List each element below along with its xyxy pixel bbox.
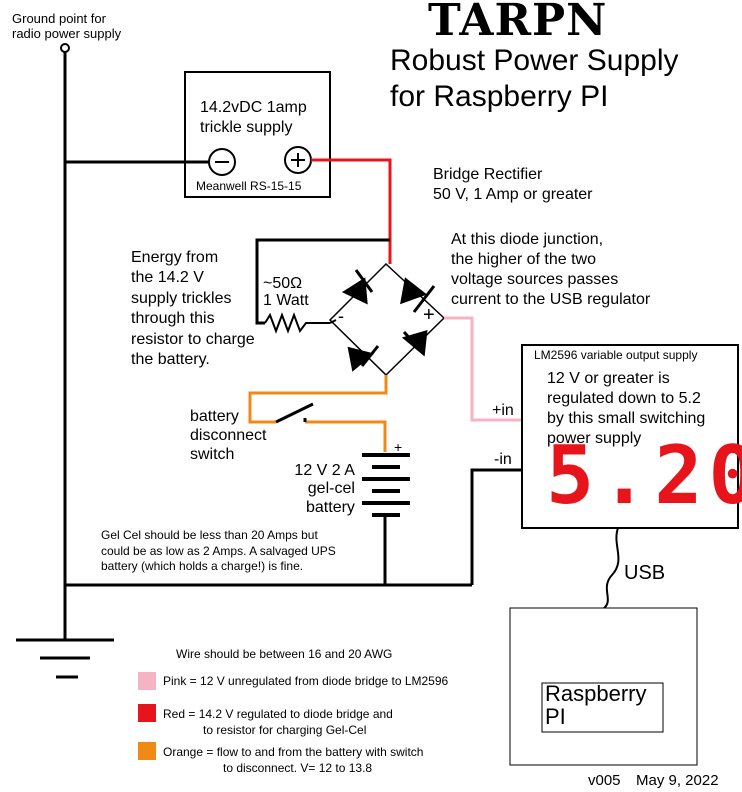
legend-orange: Orange = flow to and from the battery wi… [163, 745, 424, 775]
battery-switch-label: battery disconnect switch [190, 408, 267, 464]
legend-red: Red = 14.2 V regulated to diode bridge a… [163, 707, 393, 737]
gel-cel-note: Gel Cel should be less than 20 Amps but … [101, 528, 336, 574]
legend-swatch-orange [138, 742, 156, 760]
usb-label: USB [624, 562, 666, 584]
energy-note: Energy from the 14.2 V supply trickles t… [131, 249, 255, 369]
minus-in-wire [470, 468, 522, 585]
battery-label: 12 V 2 A gel-cel battery [294, 462, 355, 516]
plus-in-label: +in [492, 402, 514, 419]
lm2596-box [521, 344, 739, 529]
diode-icons [341, 269, 436, 372]
date-label: May 9, 2022 [636, 772, 719, 789]
title-subtitle-2: for Raspberry PI [390, 80, 609, 113]
red-wire [311, 158, 392, 264]
earth-ground-icon [16, 638, 114, 679]
regulator-note: 12 V or greater is regulated down to 5.2… [547, 370, 706, 447]
title-main: TARPN [428, 0, 608, 46]
lm2596-label: LM2596 variable output supply [534, 348, 698, 362]
pink-wire [444, 316, 522, 422]
legend-pink: Pink = 12 V unregulated from diode bridg… [163, 674, 449, 688]
title-subtitle-1: Robust Power Supply [390, 44, 679, 77]
minus-in-label: -in [494, 451, 512, 468]
orange-wire [248, 375, 388, 424]
meanwell-label: Meanwell RS-15-15 [196, 179, 302, 193]
bridge-minus-mark: - [338, 306, 344, 326]
raspberry-pi-label-box [541, 682, 664, 733]
resistor-icon [264, 312, 330, 334]
switch-icon [275, 402, 314, 424]
diode-junction-note: At this diode junction, the higher of th… [451, 231, 651, 308]
resistor-label: ~50Ω 1 Watt [263, 275, 309, 309]
trickle-supply-box [184, 71, 331, 198]
battery-plus-mark: + [394, 439, 403, 455]
version-label: v005 [588, 772, 621, 789]
trickle-supply-label: 14.2vDC 1amp trickle supply [200, 99, 307, 136]
ground-point-terminal [60, 43, 70, 53]
legend-swatch-red [138, 704, 156, 722]
battery-icon [362, 453, 410, 517]
ground-point-label: Ground point for radio power supply [12, 11, 122, 41]
legend-swatch-pink [138, 672, 156, 690]
orange-wire-battery [305, 420, 387, 452]
raspberry-pi-label: Raspberry PI [545, 681, 647, 730]
bridge-plus-mark: + [423, 304, 435, 326]
bridge-rectifier-label: Bridge Rectifier 50 V, 1 Amp or greater [433, 166, 593, 203]
usb-cable [603, 527, 620, 609]
wire-gauge-note: Wire should be between 16 and 20 AWG [176, 647, 393, 661]
resistor-feed-wire [255, 238, 390, 325]
seven-segment-display: 5.20 [546, 429, 742, 522]
